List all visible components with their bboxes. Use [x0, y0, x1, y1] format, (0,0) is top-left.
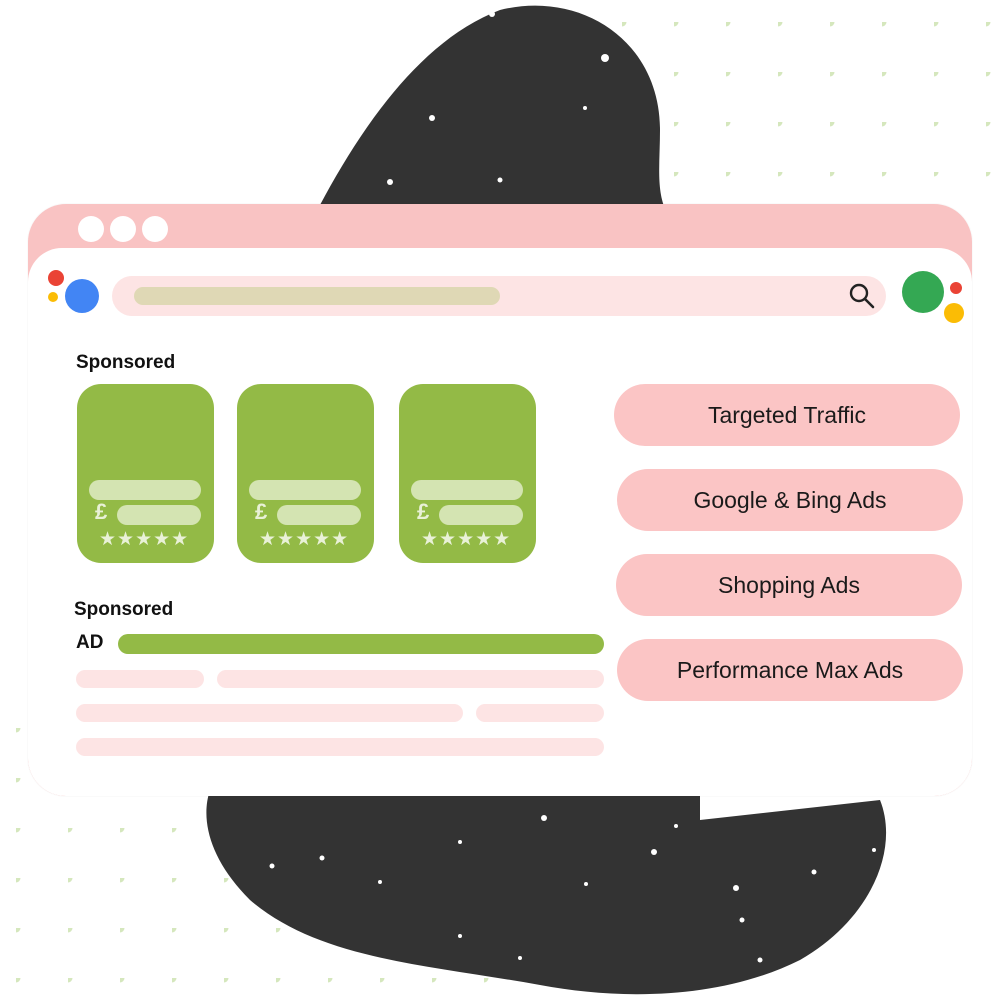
logo-yellow-small-dot — [944, 303, 964, 323]
product-card[interactable]: £ ★★★★★ — [77, 384, 214, 563]
logo-blue-dot — [65, 279, 99, 313]
service-performance-max-ads[interactable]: Performance Max Ads — [617, 639, 963, 701]
logo-red-dot — [48, 270, 64, 286]
currency-symbol: £ — [417, 499, 430, 524]
ad-description-line — [76, 704, 463, 722]
window-minimize-button[interactable] — [110, 216, 136, 242]
product-title-line — [89, 480, 201, 500]
ad-description-line — [217, 670, 604, 688]
ad-badge: AD — [76, 632, 104, 653]
service-google-bing-ads[interactable]: Google & Bing Ads — [617, 469, 963, 531]
dot-pattern-top-right — [600, 0, 1000, 200]
currency-symbol: £ — [95, 499, 108, 524]
browser-content: Sponsored £ ★★★★★ £ ★★★★★ £ ★★★★★ Sponso… — [28, 248, 972, 796]
search-bar[interactable] — [112, 276, 886, 316]
sponsored-label-text-ad: Sponsored — [74, 599, 174, 620]
service-targeted-traffic[interactable]: Targeted Traffic — [614, 384, 960, 446]
browser-window: Sponsored £ ★★★★★ £ ★★★★★ £ ★★★★★ Sponso… — [28, 204, 972, 796]
logo-green-dot — [902, 271, 944, 313]
sponsored-label-shopping: Sponsored — [76, 352, 176, 373]
window-maximize-button[interactable] — [142, 216, 168, 242]
logo-red-small-dot — [950, 282, 962, 294]
service-shopping-ads[interactable]: Shopping Ads — [616, 554, 962, 616]
ad-description-line — [76, 670, 204, 688]
product-card[interactable]: £ ★★★★★ — [237, 384, 374, 563]
product-price-line — [117, 505, 201, 525]
logo-yellow-dot — [48, 292, 58, 302]
star-rating: ★★★★★ — [259, 529, 350, 550]
star-rating: ★★★★★ — [421, 529, 512, 550]
ad-description-line — [476, 704, 604, 722]
ad-headline-link[interactable] — [118, 634, 604, 654]
ad-description-line — [76, 738, 604, 756]
product-price-line — [439, 505, 523, 525]
product-title-line — [411, 480, 523, 500]
search-icon[interactable] — [848, 282, 876, 315]
product-card[interactable]: £ ★★★★★ — [399, 384, 536, 563]
star-rating: ★★★★★ — [99, 529, 190, 550]
product-price-line — [277, 505, 361, 525]
window-close-button[interactable] — [78, 216, 104, 242]
currency-symbol: £ — [255, 499, 268, 524]
product-title-line — [249, 480, 361, 500]
search-query-placeholder — [134, 287, 500, 305]
